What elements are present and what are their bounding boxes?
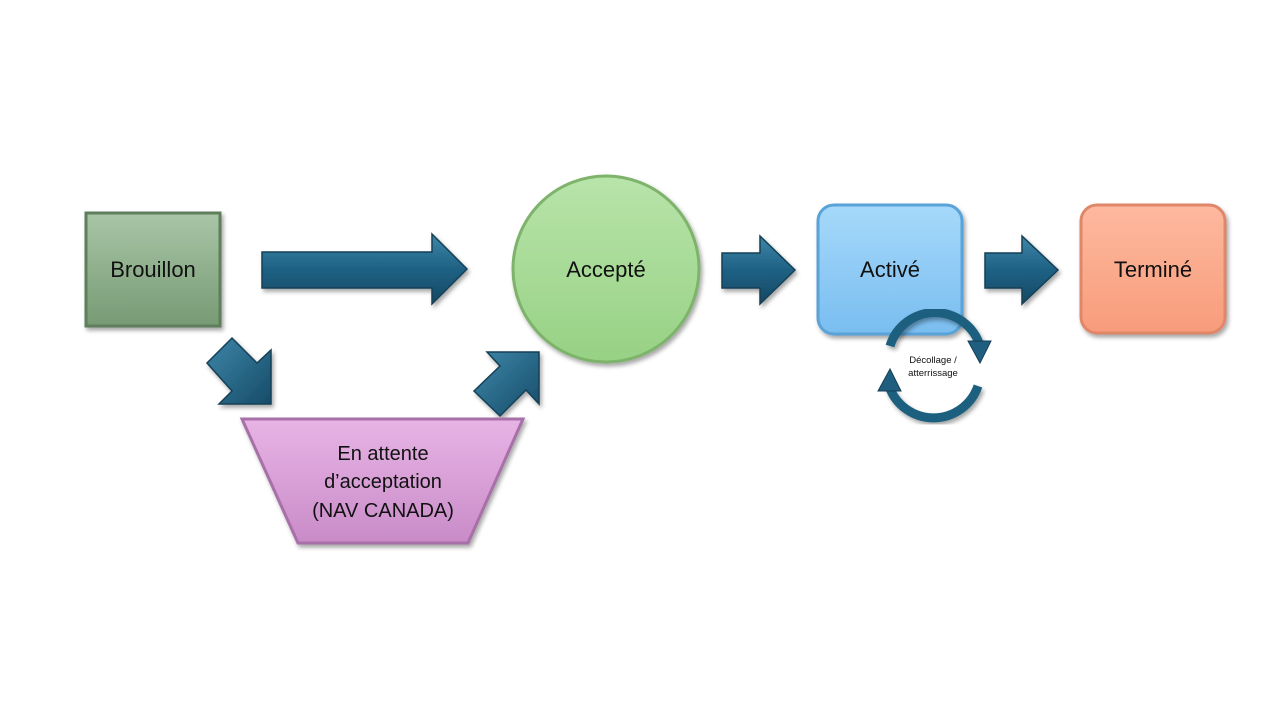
loop-arrow-bottom-head [877, 367, 902, 392]
arrow-draft-to-accepted [261, 232, 469, 306]
loop-cycle-icon: Décollage / atterrissage [877, 308, 992, 423]
arrow-active-to-done [984, 234, 1060, 306]
arrow-accepted-to-active [721, 234, 797, 306]
loop-label-line-1: Décollage / [909, 355, 957, 366]
node-done-label: Terminé [1114, 257, 1192, 282]
node-pending-line-2: d’acceptation [324, 471, 442, 493]
node-active-label: Activé [860, 257, 920, 282]
loop-label-line-2: atterrissage [908, 368, 958, 379]
node-pending-line-1: En attente [337, 443, 428, 465]
node-draft-label: Brouillon [110, 257, 196, 282]
node-draft: Brouillon [84, 211, 222, 328]
loop-arrow-top [885, 308, 985, 348]
node-accepted-label: Accepté [566, 257, 646, 282]
loop-arrow-bottom [884, 384, 983, 423]
node-active: Activé [816, 203, 964, 336]
loop-arrow-top-head [967, 340, 992, 365]
node-pending: En attente d’acceptation (NAV CANADA) [239, 417, 526, 545]
node-accepted: Accepté [511, 174, 701, 364]
arrow-draft-to-pending [205, 336, 272, 405]
arrow-pending-to-accepted [472, 351, 540, 418]
node-done: Terminé [1079, 203, 1227, 335]
node-pending-line-3: (NAV CANADA) [312, 500, 454, 522]
